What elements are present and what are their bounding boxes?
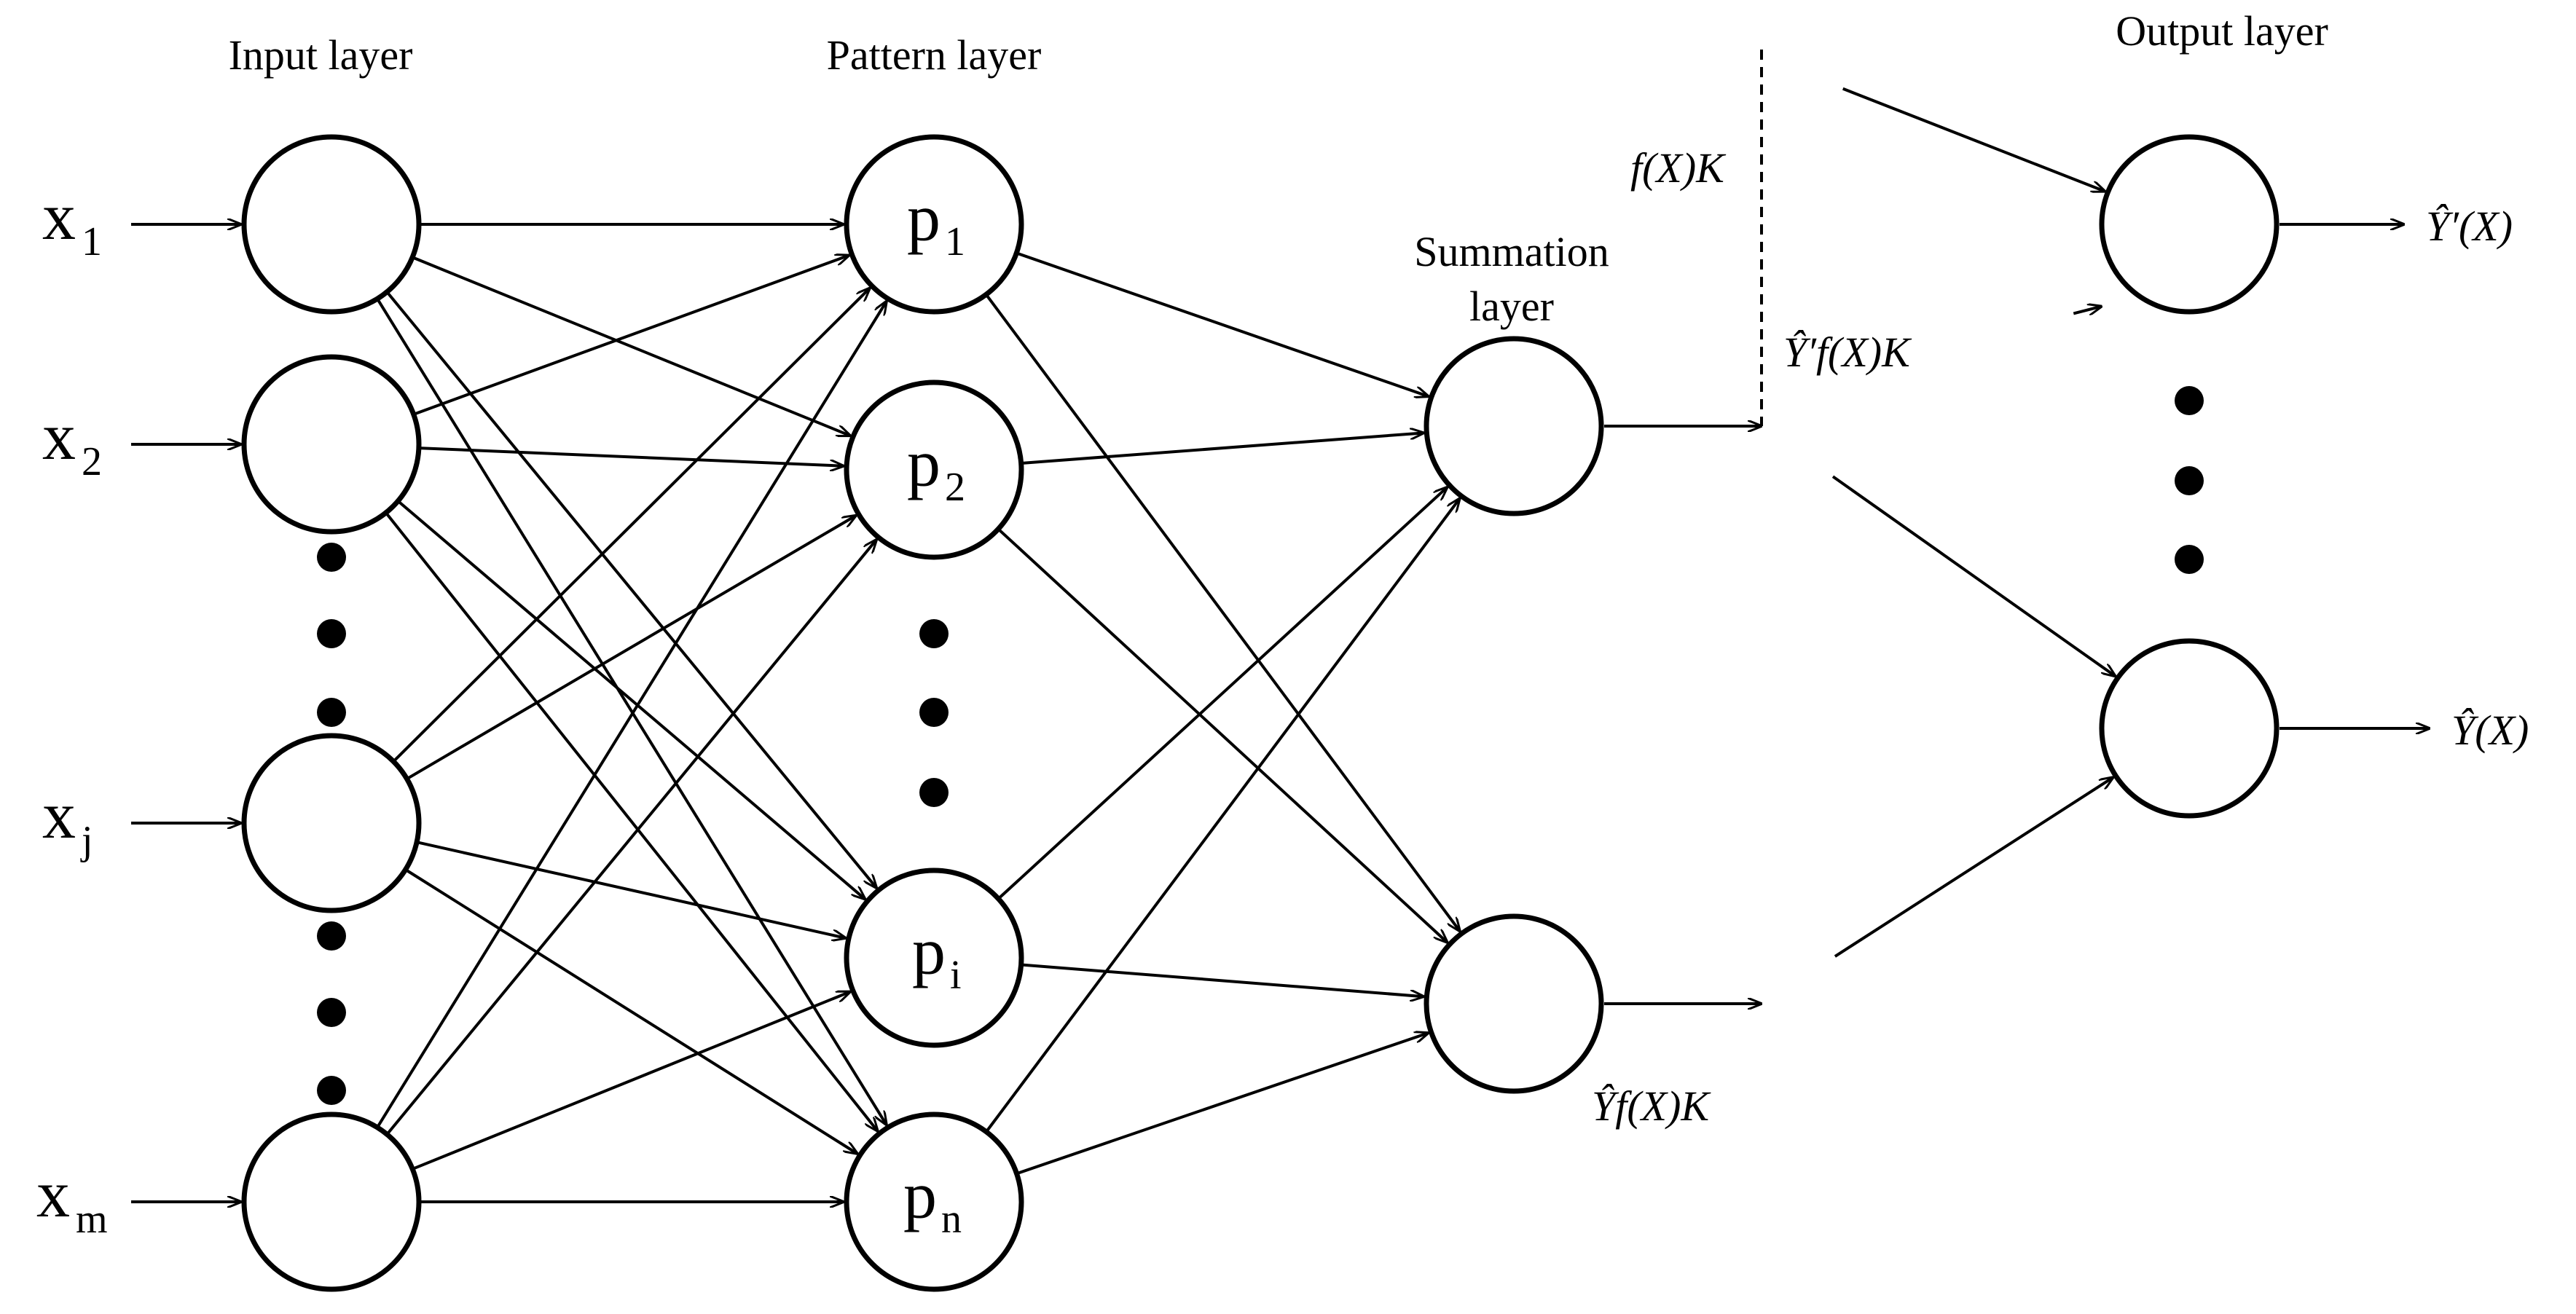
connection-edges bbox=[131, 50, 2430, 1202]
pattern-node-2 bbox=[844, 379, 1024, 560]
input-node-j bbox=[241, 733, 422, 913]
input-ellipsis-dot bbox=[317, 543, 346, 572]
svg-text:m: m bbox=[76, 1197, 108, 1242]
svg-text:n: n bbox=[941, 1197, 962, 1242]
svg-text:p: p bbox=[907, 426, 941, 500]
pattern-label-pi: p i bbox=[912, 914, 962, 998]
pattern-summation-edge bbox=[1021, 963, 1424, 996]
svg-text:p: p bbox=[912, 914, 946, 988]
input-label-xm: x m bbox=[36, 1157, 108, 1242]
pattern-node-1 bbox=[844, 134, 1024, 315]
pattern-label-p1: p 1 bbox=[907, 181, 965, 264]
svg-text:1: 1 bbox=[82, 219, 102, 264]
input-pattern-edge bbox=[392, 288, 870, 763]
input-pattern-edge bbox=[412, 992, 850, 1171]
input-pattern-edge bbox=[376, 302, 887, 1128]
svg-text:x: x bbox=[36, 1157, 70, 1231]
input-pattern-edge bbox=[385, 540, 876, 1136]
label-output-bottom: Ŷ(X) bbox=[2451, 707, 2529, 754]
pattern-label-p2: p 2 bbox=[907, 426, 965, 510]
summation-bottom-to-output-bottom bbox=[1834, 777, 2113, 958]
pattern-summation-edge bbox=[997, 487, 1447, 900]
svg-text:i: i bbox=[950, 953, 962, 998]
input-pattern-edge bbox=[404, 868, 857, 1154]
yprime-fxk-to-output-top bbox=[2073, 307, 2102, 314]
summation-node-top bbox=[1424, 336, 1604, 516]
input-node-1 bbox=[241, 134, 422, 315]
pattern-summation-edge bbox=[985, 294, 1460, 931]
svg-text:p: p bbox=[907, 181, 941, 255]
output-ellipsis-dot bbox=[2175, 386, 2204, 415]
svg-text:x: x bbox=[42, 179, 76, 253]
input-node-m bbox=[241, 1112, 422, 1292]
input-layer-title: Input layer bbox=[229, 31, 413, 79]
label-output-top: Ŷ′(X) bbox=[2426, 202, 2513, 250]
svg-text:2: 2 bbox=[945, 465, 965, 510]
pattern-ellipsis-dot bbox=[919, 698, 949, 727]
pattern-ellipsis-dot bbox=[919, 619, 949, 648]
svg-text:j: j bbox=[80, 818, 93, 863]
input-ellipsis-dot bbox=[317, 921, 346, 951]
input-pattern-edge bbox=[406, 516, 857, 781]
svg-text:2: 2 bbox=[82, 439, 102, 484]
input-pattern-edge bbox=[385, 511, 878, 1131]
fxk-to-output-top bbox=[1842, 87, 2105, 192]
pattern-layer-title: Pattern layer bbox=[827, 31, 1042, 79]
pattern-summation-edge bbox=[985, 498, 1460, 1133]
output-node-top bbox=[2099, 134, 2279, 315]
summation-layer-title-line2: layer bbox=[1469, 283, 1554, 330]
pattern-summation-edge bbox=[1021, 433, 1424, 465]
pattern-summation-edge bbox=[997, 527, 1448, 943]
output-node-bottom bbox=[2099, 638, 2279, 819]
label-y-fxk: Ŷf(X)K bbox=[1592, 1082, 1711, 1130]
output-ellipsis-dot bbox=[2175, 466, 2204, 495]
input-label-xj: x j bbox=[42, 778, 93, 863]
input-ellipsis-dot bbox=[317, 998, 346, 1027]
input-label-x2: x 2 bbox=[42, 399, 102, 484]
input-node-2 bbox=[241, 354, 422, 535]
label-fxk: f(X)K bbox=[1630, 144, 1727, 192]
pattern-summation-edge bbox=[1016, 1033, 1429, 1176]
input-pattern-edge bbox=[418, 446, 844, 466]
input-pattern-edge bbox=[397, 500, 865, 900]
input-ellipsis-dot bbox=[317, 1076, 346, 1105]
summation-top-to-output-bottom bbox=[1831, 475, 2116, 676]
summation-layer-title-line1: Summation bbox=[1414, 228, 1609, 275]
input-pattern-edge bbox=[412, 256, 850, 436]
svg-text:p: p bbox=[903, 1158, 937, 1232]
output-ellipsis-dot bbox=[2175, 545, 2204, 574]
input-ellipsis-dot bbox=[317, 698, 346, 727]
output-layer-title: Output layer bbox=[2116, 7, 2328, 55]
input-ellipsis-dot bbox=[317, 619, 346, 648]
pattern-summation-edge bbox=[1016, 251, 1429, 396]
input-pattern-edge bbox=[385, 291, 876, 888]
input-pattern-edge bbox=[413, 256, 849, 416]
pattern-ellipsis-dot bbox=[919, 778, 949, 807]
svg-text:x: x bbox=[42, 399, 76, 473]
pattern-label-pn: p n bbox=[903, 1158, 962, 1242]
summation-node-bottom bbox=[1424, 913, 1604, 1094]
input-label-x1: x 1 bbox=[42, 179, 102, 264]
svg-text:1: 1 bbox=[945, 219, 965, 264]
pattern-node-n bbox=[844, 1112, 1024, 1292]
input-pattern-edge bbox=[416, 841, 846, 938]
label-yprime-fxk: Ŷ′f(X)K bbox=[1783, 328, 1912, 376]
svg-text:x: x bbox=[42, 778, 76, 852]
pattern-node-i bbox=[844, 868, 1024, 1048]
